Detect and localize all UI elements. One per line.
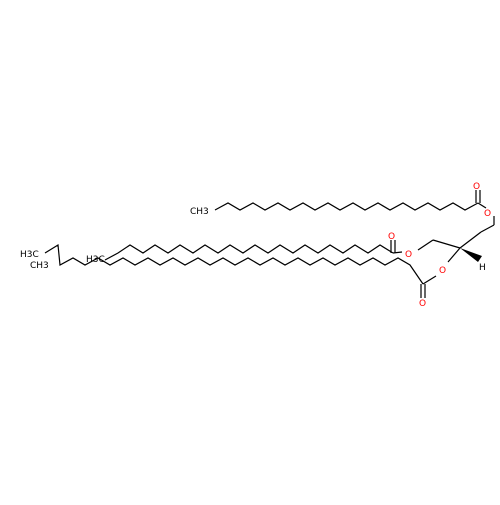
atom-label-carbonyl-oxygen-middle: O bbox=[388, 232, 395, 242]
ester-bond-middle-1 bbox=[392, 251, 403, 254]
ester-bond-bottom-1 bbox=[422, 275, 437, 285]
acyl-chain-middle bbox=[104, 244, 394, 261]
atom-label-ch3-bottom-branch: CH3 bbox=[30, 261, 49, 271]
atom-label-h3c-middle: H3C bbox=[86, 255, 105, 265]
acyl-chain-bottom bbox=[44, 243, 424, 285]
atom-label-stereo-hydrogen: H bbox=[479, 263, 486, 273]
atom-label-carbonyl-oxygen-bottom: O bbox=[419, 299, 426, 309]
stereo-wedge bbox=[460, 248, 482, 262]
ester-bond-bottom-2 bbox=[447, 247, 461, 263]
ester-bond-top-1 bbox=[477, 202, 487, 209]
atom-label-ester-oxygen-middle: O bbox=[405, 250, 412, 260]
atom-label-ch3-top: CH3 bbox=[190, 207, 209, 217]
acyl-chain-top bbox=[214, 202, 479, 211]
atom-label-carbonyl-oxygen-top: O bbox=[473, 182, 480, 192]
glycerol-bond-3 bbox=[459, 231, 482, 249]
atom-label-ester-oxygen-bottom: O bbox=[439, 266, 446, 276]
glycerol-bond-1 bbox=[480, 224, 495, 233]
ester-bond-middle-2 bbox=[417, 239, 434, 251]
glycerol-bond-2 bbox=[432, 239, 461, 249]
atom-label-ester-oxygen-top: O bbox=[484, 209, 491, 219]
atom-label-h3c-bottom-upper: H3C bbox=[20, 250, 39, 260]
